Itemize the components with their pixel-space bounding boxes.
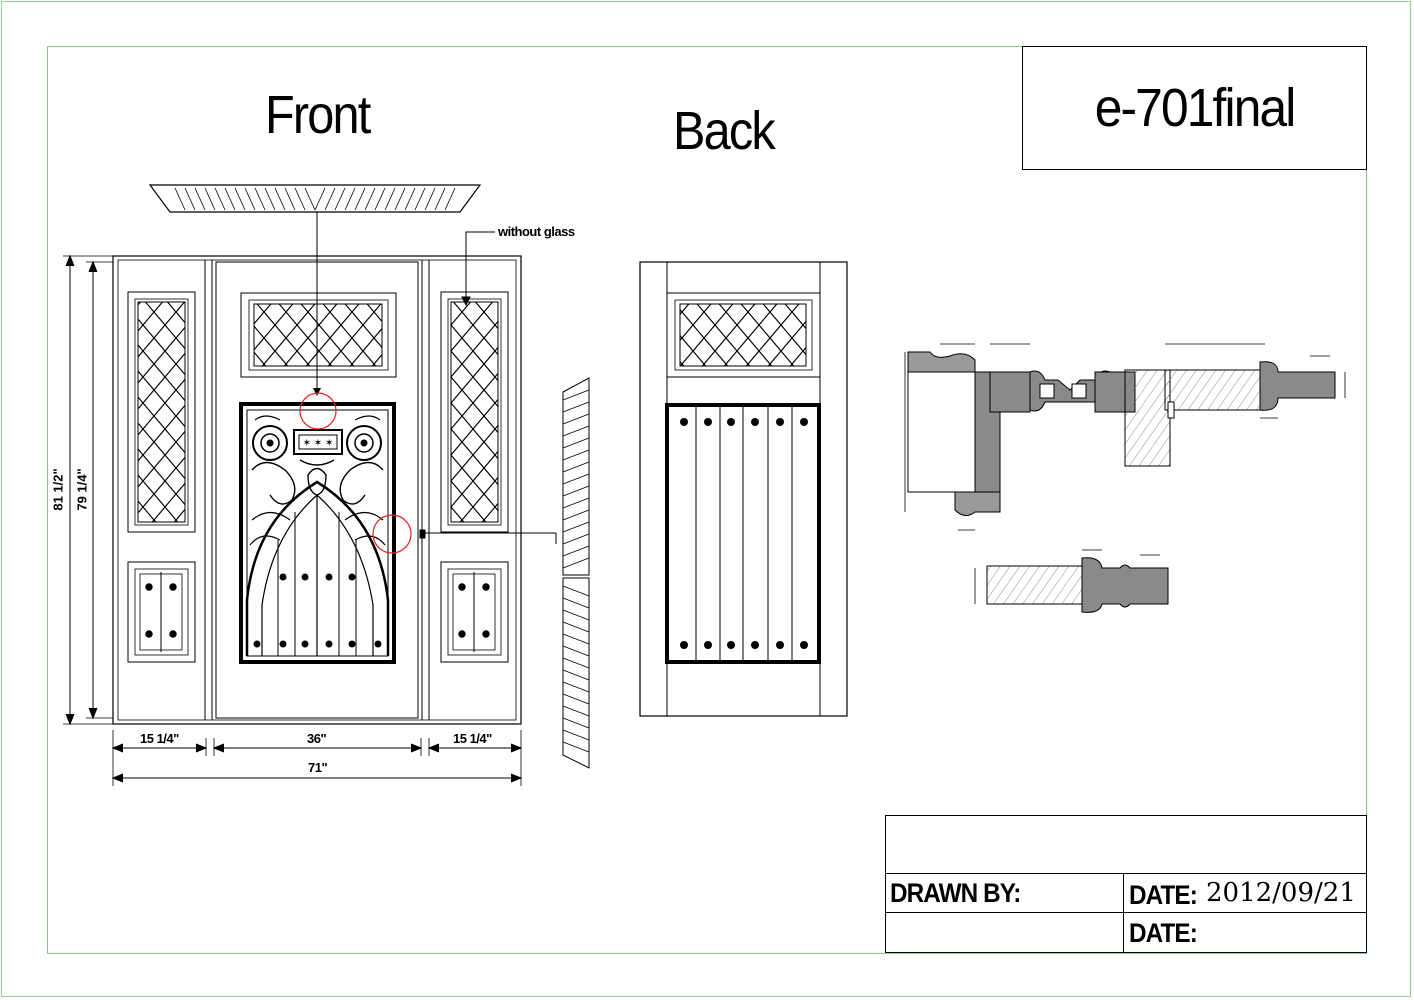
front-elevation: ✶ ✶ ✶ bbox=[63, 231, 557, 786]
svg-text:✶ ✶ ✶: ✶ ✶ ✶ bbox=[303, 438, 334, 449]
dim-sidelite-left: 15 1/4" bbox=[140, 731, 179, 746]
date-label-2: DATE: bbox=[1129, 918, 1198, 948]
title-block-divider-2 bbox=[885, 912, 1367, 913]
date-label-1: DATE: bbox=[1129, 880, 1198, 910]
dim-door-height: 79 1/4" bbox=[74, 468, 90, 511]
title-box: e-701final bbox=[1022, 46, 1367, 170]
title-block-divider bbox=[885, 873, 1367, 874]
section-details bbox=[904, 343, 1346, 613]
title-block bbox=[885, 815, 1367, 953]
title-block-vdivider bbox=[1123, 873, 1124, 953]
dim-overall-height: 81 1/2" bbox=[50, 468, 66, 511]
side-profile bbox=[562, 377, 590, 769]
dim-door-width: 36" bbox=[307, 731, 327, 746]
drawn-by-label: DRAWN BY: bbox=[890, 878, 1021, 908]
crown-molding bbox=[148, 184, 482, 396]
date-value-1: 2012/09/21 bbox=[1206, 878, 1356, 908]
drawing-frame bbox=[47, 46, 1367, 954]
dim-overall-width: 71" bbox=[308, 760, 328, 775]
back-view-label: Back bbox=[673, 101, 776, 161]
front-view-label: Front bbox=[265, 85, 371, 145]
without-glass-note: without glass bbox=[498, 224, 575, 239]
dim-sidelite-right: 15 1/4" bbox=[453, 731, 492, 746]
drawing-title: e-701final bbox=[1094, 78, 1297, 138]
back-elevation bbox=[639, 261, 848, 717]
